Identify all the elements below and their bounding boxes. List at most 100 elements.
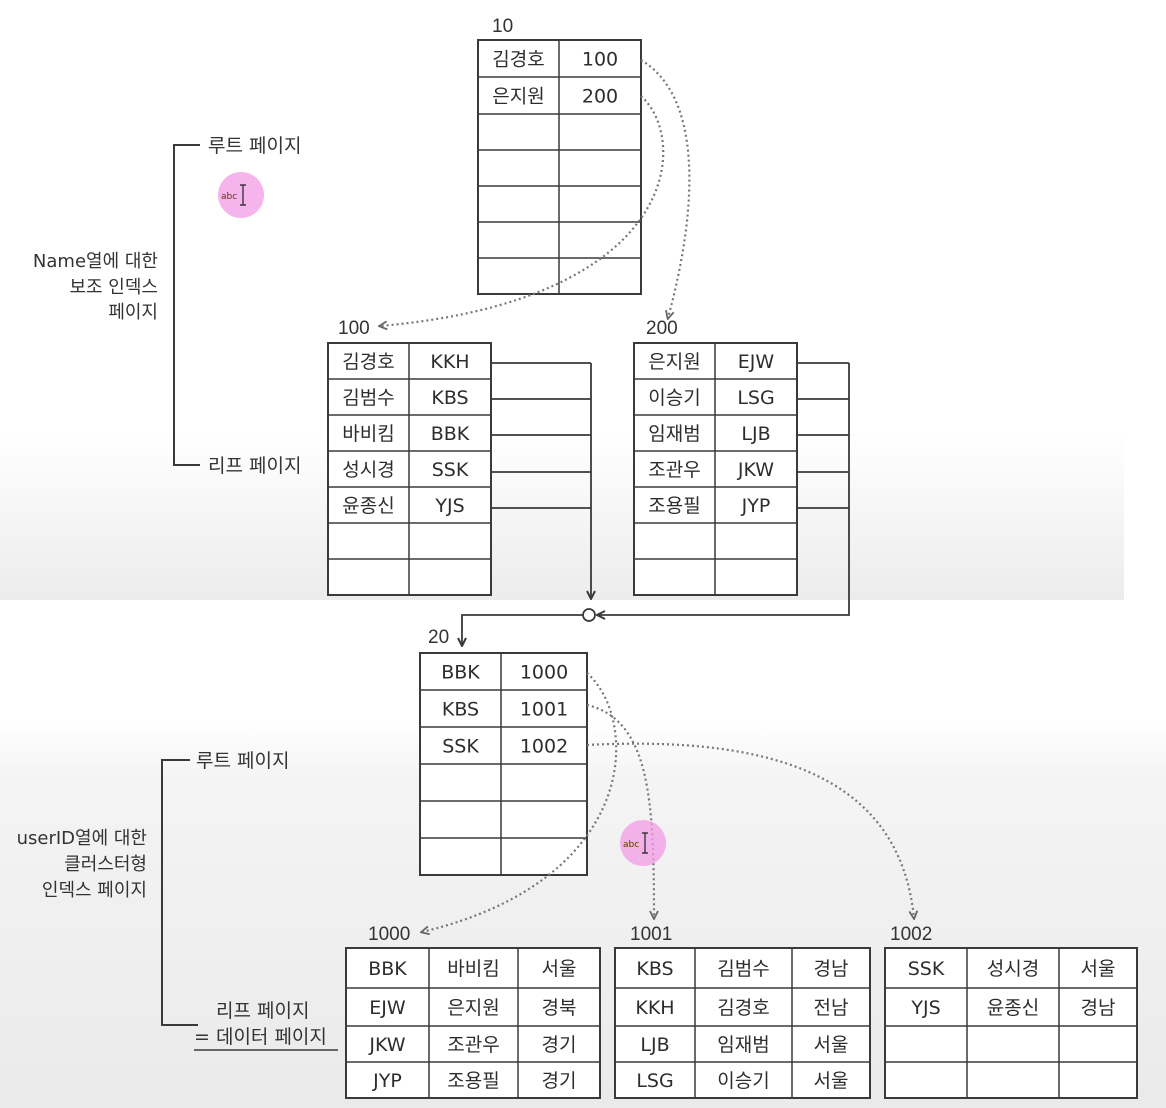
data-page-1001-cell: 이승기 <box>717 1070 769 1092</box>
root-page-20-cell: BBK <box>441 662 480 684</box>
upper-side-label-line2: 보조 인덱스 <box>69 277 158 298</box>
root-page-10-cell: 200 <box>582 86 618 108</box>
leaf-page-200-cell: 은지원 <box>648 351 700 373</box>
pointer-to-page-20 <box>462 614 583 645</box>
svg-text:abc: abc <box>221 192 237 202</box>
leaf-page-200-cell: 임재범 <box>648 423 700 445</box>
leaf-page-100-cell: SSK <box>432 459 469 481</box>
leaf-page-100-cell: 윤종신 <box>342 495 394 517</box>
data-page-1000-cell: 경북 <box>542 997 577 1019</box>
upper-root-page-label: 루트 페이지 <box>208 135 301 157</box>
leaf-page-100-cell: 김경호 <box>342 351 394 373</box>
root-page-10-cell: 은지원 <box>492 86 544 108</box>
leaf-200-row-connectors <box>598 362 850 615</box>
data-page-1000-cell: 경기 <box>542 1070 577 1092</box>
leaf-page-200-cell: JKW <box>737 459 774 481</box>
pointer-root-to-200 <box>640 59 691 318</box>
data-page-1000-cell: 조용필 <box>447 1070 499 1092</box>
upper-root-page-number: 10 <box>492 16 513 37</box>
data-page-1000-cell: JYP <box>372 1070 402 1092</box>
root-page-20-cell: KBS <box>442 699 479 721</box>
leaf-page-200-cell: 조용필 <box>648 495 700 517</box>
data-page-1000-cell: BBK <box>368 958 407 980</box>
upper-root-page: 김경호 100 은지원 200 <box>477 39 642 295</box>
pointer-20-to-1000 <box>422 672 618 932</box>
root-page-20-cell: 1002 <box>520 736 568 758</box>
data-page-1002: SSK 성시경 서울 YJS 윤종신 경남 <box>884 947 1138 1099</box>
data-page-1002-frame <box>884 947 1138 1099</box>
lower-data-page-label: = 데이터 페이지 <box>194 1026 327 1048</box>
data-page-1001-cell: KKH <box>635 997 674 1019</box>
lower-leaf-page-label: 리프 페이지 <box>216 1000 309 1022</box>
leaf-page-100-number: 100 <box>338 318 370 339</box>
root-page-20-cell: 1000 <box>520 662 568 684</box>
root-page-20-cell: SSK <box>442 736 479 758</box>
leaf-page-200-cell: JYP <box>741 495 771 517</box>
upper-side-label-line1: Name열에 대한 <box>33 251 158 272</box>
data-page-1001-cell: 전남 <box>814 997 849 1019</box>
data-page-1001-cell: 경남 <box>814 958 849 980</box>
data-page-1001-cell: KBS <box>636 958 673 980</box>
data-page-1001-cell: LJB <box>640 1034 669 1056</box>
data-page-1001-cell: 임재범 <box>717 1034 769 1056</box>
data-page-1000-number: 1000 <box>368 924 410 945</box>
cursor-highlight-upper: abc <box>218 172 264 218</box>
leaf-page-100-cell: YJS <box>434 495 464 517</box>
data-page-1002-cell: 서울 <box>1081 958 1116 980</box>
lower-root-page-label: 루트 페이지 <box>196 750 289 772</box>
data-page-1000-cell: JKW <box>368 1034 405 1056</box>
data-page-1000-cell: 조관우 <box>447 1034 499 1056</box>
data-page-1002-cell: YJS <box>910 997 940 1019</box>
data-page-1001-cell: 김범수 <box>717 958 769 980</box>
data-page-1002-cell: 성시경 <box>987 958 1039 980</box>
leaf-page-100-cell: KKH <box>430 351 469 373</box>
lower-bracket <box>161 759 198 1026</box>
data-page-1000-cell: 바비킴 <box>447 958 499 980</box>
upper-bracket <box>173 144 200 466</box>
lower-side-label-line2: 클러스터형 <box>64 854 147 875</box>
data-page-1001-cell: LSG <box>636 1070 673 1092</box>
leaf-page-200-cell: 이승기 <box>648 387 700 409</box>
data-page-1001-number: 1001 <box>630 924 672 945</box>
leaf-page-100-cell: 바비킴 <box>342 423 394 445</box>
data-page-1000-cell: 경기 <box>542 1034 577 1056</box>
upper-side-label-line3: 페이지 <box>108 302 158 323</box>
leaf-page-100-cell: 김범수 <box>342 387 394 409</box>
lower-root-page-number: 20 <box>428 627 449 648</box>
leaf-page-100-cell: BBK <box>431 423 470 445</box>
leaf-page-200-number: 200 <box>646 318 678 339</box>
merge-node <box>582 608 596 622</box>
data-page-1000-cell: EJW <box>369 997 406 1019</box>
lower-side-label-line1: userID열에 대한 <box>17 828 147 849</box>
root-page-10-cell: 김경호 <box>492 49 544 71</box>
upper-leaf-page-100: 김경호 KKH 김범수 KBS 바비킴 BBK 성시경 SSK 윤종신 YJS <box>327 342 492 596</box>
leaf-page-200-cell: LJB <box>741 423 770 445</box>
leaf-100-row-connectors <box>491 362 591 598</box>
root-page-10-cell: 100 <box>582 49 618 71</box>
data-page-1001-cell: 김경호 <box>717 997 769 1019</box>
data-page-1000-cell: 은지원 <box>447 997 499 1019</box>
leaf-page-200-cell: LSG <box>737 387 774 409</box>
pointer-20-to-1001 <box>586 703 654 918</box>
svg-text:abc: abc <box>623 840 639 850</box>
data-page-1002-cell: 윤종신 <box>987 997 1039 1019</box>
data-page-1001-cell: 서울 <box>814 1070 849 1092</box>
data-page-1002-cell: 경남 <box>1081 997 1116 1019</box>
data-page-1001-frame <box>614 947 871 1099</box>
data-page-1000-frame <box>345 947 601 1099</box>
data-page-1002-cell: SSK <box>908 958 945 980</box>
data-page-1001-cell: 서울 <box>814 1034 849 1056</box>
cursor-highlight-lower: abc <box>620 820 666 866</box>
data-page-1002-number: 1002 <box>890 924 932 945</box>
leaf-page-100-cell: KBS <box>431 387 468 409</box>
root-page-20-cell: 1001 <box>520 699 568 721</box>
upper-leaf-page-label: 리프 페이지 <box>208 455 301 477</box>
leaf-page-100-cell: 성시경 <box>342 459 394 481</box>
lower-side-label-line3: 인덱스 페이지 <box>42 880 147 901</box>
leaf-page-200-cell: 조관우 <box>648 459 700 481</box>
